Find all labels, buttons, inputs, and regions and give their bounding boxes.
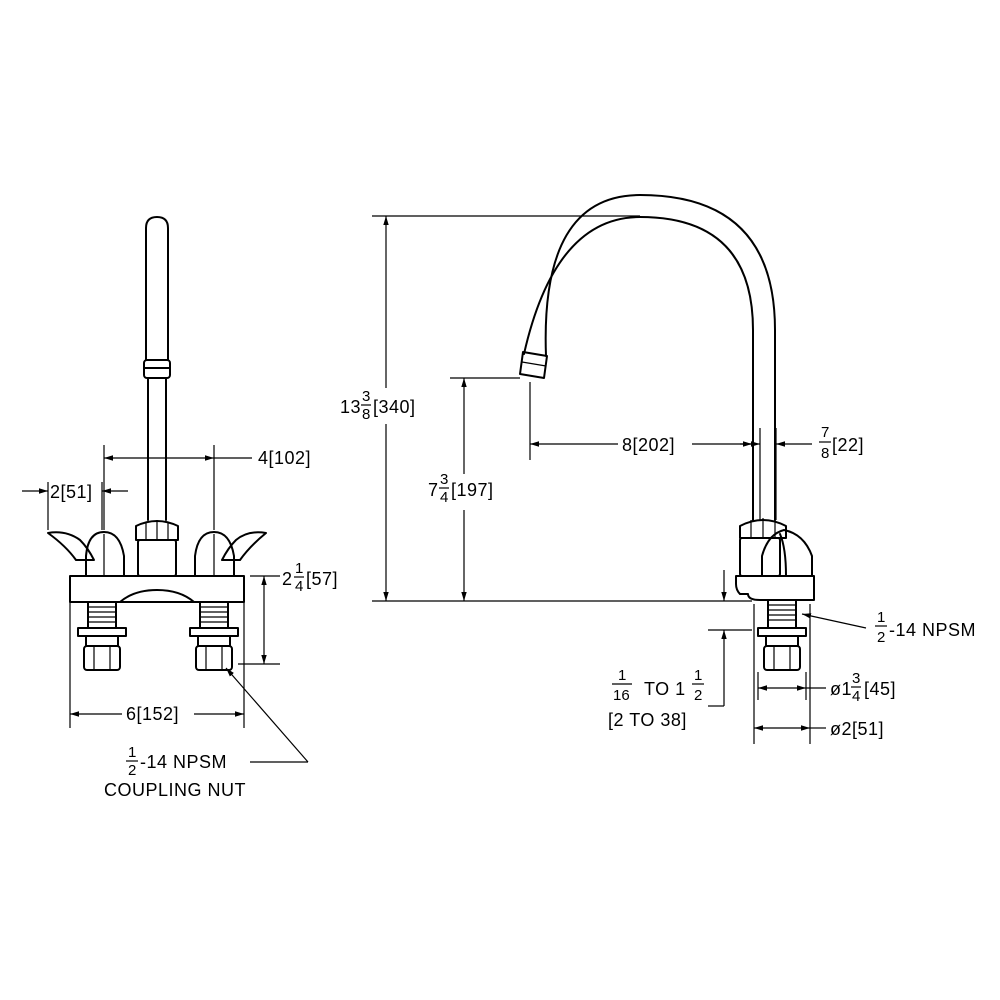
gooseneck-spout — [519, 194, 776, 521]
dim-2-1-4-num: 1 — [295, 560, 303, 577]
left-handle — [47, 531, 125, 577]
side-thread-den: 2 — [877, 629, 885, 646]
coupling-nut-den: 2 — [128, 762, 136, 779]
left-shank — [77, 601, 127, 671]
side-shank — [757, 599, 807, 671]
dim-height-2-1-4: 2 1 4 [57] — [238, 560, 338, 665]
dim-tube-7-8: 7 8 [22] — [740, 424, 864, 520]
dim-2-1-4-whole: 2 — [282, 569, 293, 589]
dim-deck-range: 1 16 TO 1 1 2 [2 TO 38] — [608, 570, 752, 730]
side-thread-num: 1 — [877, 609, 885, 626]
dim-7-8-den: 8 — [821, 445, 829, 462]
dim-handle-2: 2[51] — [22, 482, 128, 530]
deck-range-num2: 1 — [694, 667, 702, 684]
deck-range-num1: 1 — [618, 667, 626, 684]
dia-1-3-4-den: 4 — [852, 688, 860, 705]
dim-8-whole: 8 — [622, 435, 633, 455]
dim-reach-8: 8[202] — [529, 382, 752, 460]
svg-text:2[51]: 2[51] — [50, 482, 93, 502]
dim-7-den: 4 — [440, 489, 448, 506]
coupling-nut-thread: -14 NPSM — [140, 752, 227, 772]
dia-2-prefix: ø2 — [830, 719, 852, 739]
dim-6-metric: [152] — [137, 704, 180, 724]
side-base — [735, 518, 815, 601]
dim-7-metric: [197] — [451, 480, 494, 500]
dim-4-whole: 4 — [258, 448, 269, 468]
right-shank — [189, 601, 239, 671]
deck-range-mid: TO 1 — [644, 679, 686, 699]
deck-range-den2: 2 — [694, 687, 702, 704]
dim-2-1-4-metric: [57] — [306, 569, 338, 589]
svg-text:8[202]: 8[202] — [622, 435, 675, 455]
side-thread-label: -14 NPSM — [889, 620, 976, 640]
dim-2-1-4-den: 4 — [295, 578, 303, 595]
dim-13-num: 3 — [362, 388, 370, 405]
dim-13-metric: [340] — [373, 397, 416, 417]
front-view: 4[102] 2[51] 2 1 4 [57] 6[152] — [22, 216, 338, 800]
side-view: 13 3 8 [340] 7 3 4 [197] 8[202] — [338, 194, 976, 744]
dia-1-3-4-num: 3 — [852, 670, 860, 687]
callout-side-thread: 1 2 -14 NPSM — [801, 609, 976, 646]
dim-7-8-num: 7 — [821, 424, 829, 441]
right-handle — [194, 531, 267, 577]
dim-6-whole: 6 — [126, 704, 137, 724]
dim-2-whole: 2 — [50, 482, 61, 502]
dim-dia-1-3-4: ø1 3 4 [45] — [757, 670, 896, 705]
spout-column — [135, 216, 179, 577]
dim-7-whole: 7 — [428, 480, 439, 500]
dim-height-13-3-8: 13 3 8 [340] — [338, 215, 640, 601]
coupling-nut-num: 1 — [128, 744, 136, 761]
dim-13-den: 8 — [362, 406, 370, 423]
dim-4-metric: [102] — [269, 448, 312, 468]
dim-dia-2: ø2[51] — [753, 604, 884, 744]
deck-range-den1: 16 — [613, 687, 630, 704]
deck-range-metric: [2 TO 38] — [608, 710, 687, 730]
dia-2-metric: [51] — [852, 719, 884, 739]
svg-text:4[102]: 4[102] — [258, 448, 311, 468]
dim-width-6: 6[152] — [69, 602, 245, 728]
dim-13-whole: 13 — [340, 397, 361, 417]
dia-1-3-4-prefix: ø1 — [830, 679, 852, 699]
deck-body — [69, 575, 245, 603]
dim-outlet-7-3-4: 7 3 4 [197] — [424, 377, 520, 601]
coupling-nut-label: COUPLING NUT — [104, 780, 246, 800]
svg-text:6[152]: 6[152] — [126, 704, 179, 724]
svg-text:ø2[51]: ø2[51] — [830, 719, 884, 739]
dim-8-metric: [202] — [633, 435, 676, 455]
dim-2-metric: [51] — [61, 482, 93, 502]
dim-spacing-4: 4[102] — [103, 445, 311, 530]
dim-7-8-metric: [22] — [832, 435, 864, 455]
dia-1-3-4-metric: [45] — [864, 679, 896, 699]
dim-7-num: 3 — [440, 471, 448, 488]
callout-coupling-nut: 1 2 -14 NPSM COUPLING NUT — [104, 667, 309, 800]
